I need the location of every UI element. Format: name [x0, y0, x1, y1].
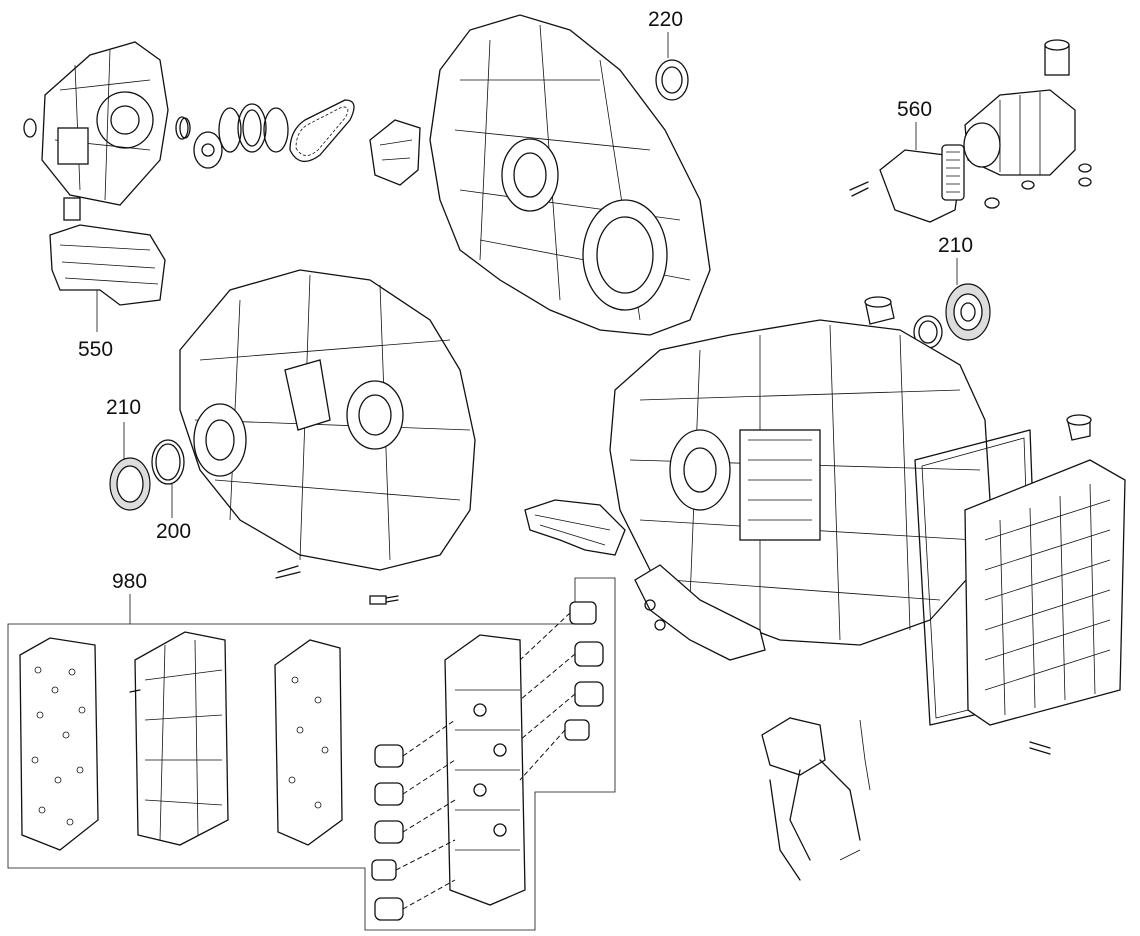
seal-220 [655, 59, 689, 101]
gearbox-case-main [609, 319, 991, 646]
actuator-560 [849, 39, 1092, 223]
label-220: 220 [648, 8, 683, 31]
bell-housing-top [429, 14, 711, 336]
shift-bracket [524, 499, 626, 556]
oil-pump-assembly [23, 41, 189, 206]
valve-cover [369, 119, 421, 186]
ring-200 [151, 439, 185, 485]
solenoids-right [564, 601, 604, 741]
oil-filter [49, 197, 166, 306]
valve-body-lower [444, 634, 526, 906]
label-550: 550 [78, 338, 113, 361]
deflector-plate [634, 564, 766, 661]
label-560: 560 [897, 98, 932, 121]
label-200: 200 [156, 520, 191, 543]
drive-chain [289, 99, 355, 162]
bolts-center [275, 565, 1051, 755]
label-980: 980 [112, 570, 147, 593]
bearing-210-right [945, 283, 991, 341]
ring-and-plug-right [864, 296, 1092, 441]
bearing-210-left [109, 457, 151, 511]
valve-body-upper [134, 631, 229, 846]
label-210-left: 210 [106, 396, 141, 419]
label-210-right: 210 [938, 234, 973, 257]
clutch-housing-left [179, 269, 476, 571]
bolt-valve-body [129, 689, 141, 693]
oil-pan [964, 459, 1126, 726]
solenoids-left [371, 744, 404, 921]
seal-rings-row [179, 103, 289, 169]
part-980-enclosure [7, 577, 616, 931]
separator-plate-2 [274, 639, 343, 846]
solenoid-connection-lines [395, 612, 576, 910]
separator-plate-1 [19, 637, 99, 851]
wiring-harness [761, 717, 871, 881]
